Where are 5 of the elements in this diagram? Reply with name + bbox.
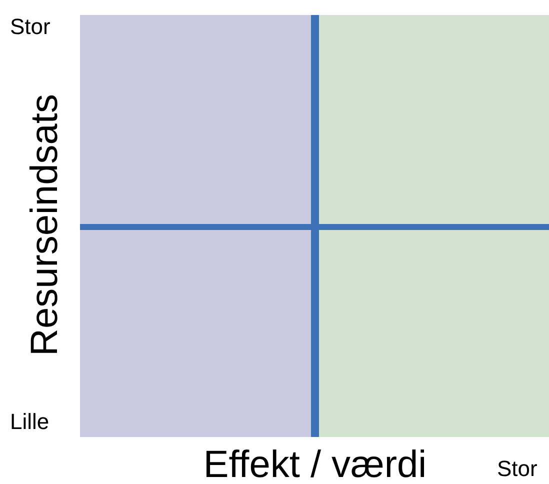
axis-title: Resurseindsats [26, 94, 64, 356]
axis-max-label: Stor [497, 458, 538, 480]
axis-min-label: Lille [10, 411, 50, 433]
axis-max-label: Stor [10, 16, 50, 38]
axis-title: Effekt / værdi [203, 446, 427, 484]
